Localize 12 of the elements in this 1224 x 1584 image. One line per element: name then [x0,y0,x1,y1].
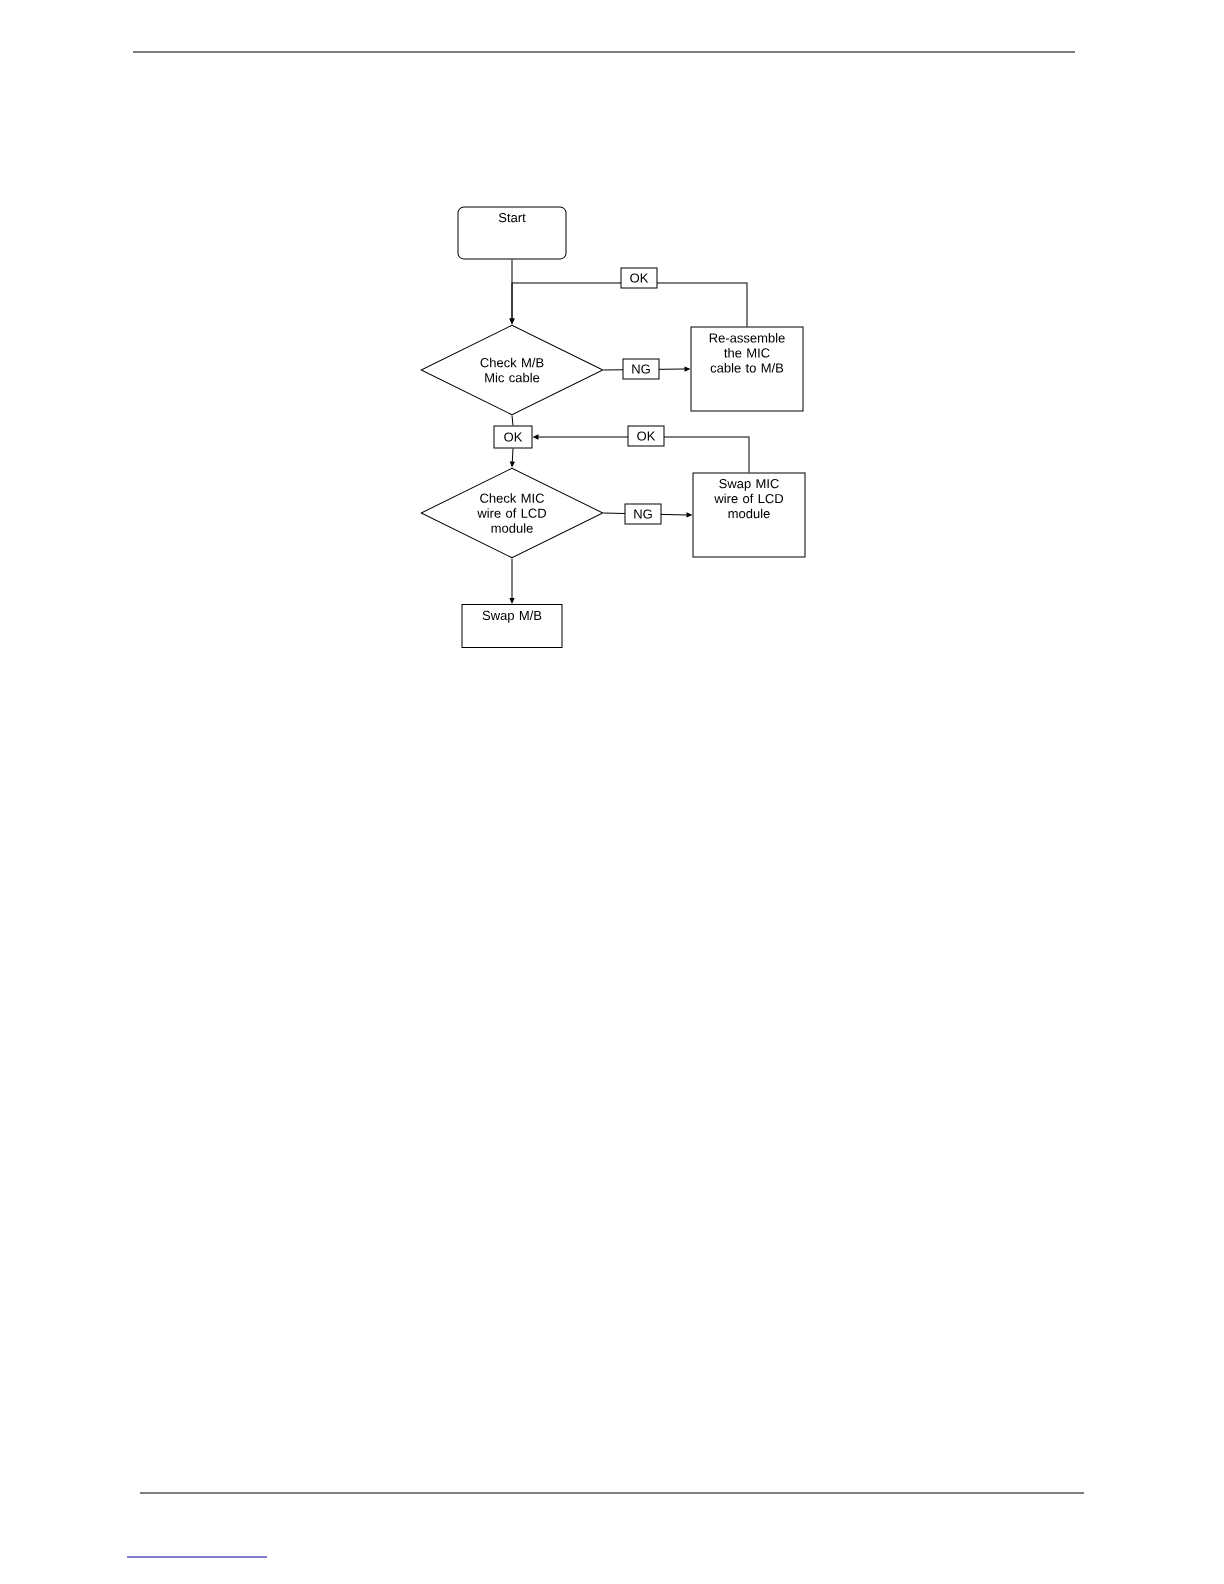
edge-label: OK [620,267,658,289]
start-box: Start [457,206,567,260]
process-box: Swap M/B [461,604,563,648]
edge-label: NG [622,358,660,380]
process-box: Re-assemble the MIC cable to M/B [690,326,804,412]
edge-label: OK [627,425,665,447]
process-box: Swap MIC wire of LCD module [692,472,806,558]
edge-label: NG [624,503,662,525]
process-box: OK [493,425,533,449]
arrow [509,282,748,327]
arrow [509,448,515,467]
arrow [509,558,515,604]
